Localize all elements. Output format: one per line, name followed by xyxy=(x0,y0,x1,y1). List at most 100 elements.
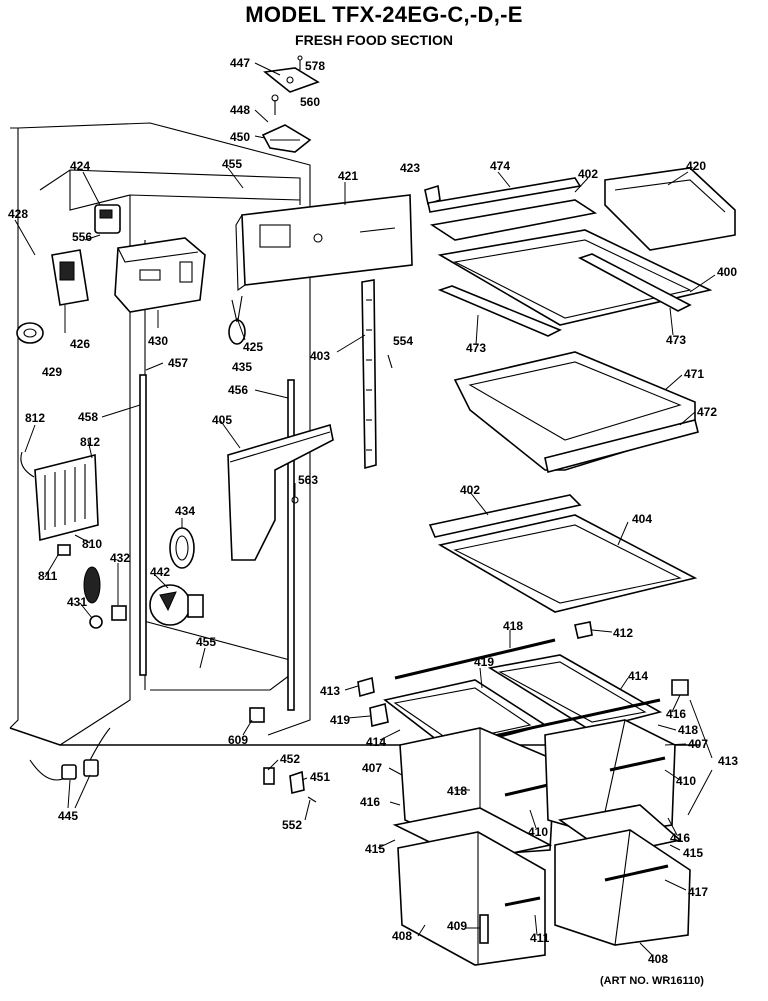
part-label: 400 xyxy=(717,265,737,279)
clip-413-left xyxy=(357,676,375,698)
part-label: 410 xyxy=(528,825,548,839)
part-label: 428 xyxy=(8,207,28,221)
part-label: 432 xyxy=(110,551,130,565)
screw-552 xyxy=(307,796,317,803)
clip-451 xyxy=(289,770,305,794)
part-label: 408 xyxy=(648,952,668,966)
control-panel-421 xyxy=(235,194,413,292)
part-labels: 447 578 448 560 450 424 428 556 426 429 … xyxy=(8,56,738,966)
part-label: 812 xyxy=(80,435,100,449)
bracket-419 xyxy=(369,703,389,727)
bracket-811 xyxy=(57,544,71,556)
part-label: 434 xyxy=(175,504,195,518)
drawer-408-left xyxy=(397,831,546,966)
part-label: 452 xyxy=(280,752,300,766)
drawer-cover-414-right xyxy=(487,654,663,731)
shelf-400 xyxy=(437,229,713,326)
part-label: 450 xyxy=(230,130,250,144)
slide-rail-473-right xyxy=(577,253,692,312)
part-label: 409 xyxy=(447,919,467,933)
knob-429 xyxy=(16,322,44,344)
part-label: 413 xyxy=(320,684,340,698)
part-label: 424 xyxy=(70,159,90,173)
light-bulb-423 xyxy=(424,184,441,206)
clip-412 xyxy=(574,621,593,639)
rail-456 xyxy=(287,379,295,711)
part-label: 414 xyxy=(628,669,648,683)
slide-rail-473-left xyxy=(437,285,562,337)
part-label: 455 xyxy=(196,635,216,649)
part-label: 418 xyxy=(503,619,523,633)
part-label: 413 xyxy=(718,754,738,768)
part-label: 473 xyxy=(466,341,486,355)
part-label: 458 xyxy=(78,410,98,424)
part-label: 415 xyxy=(683,846,703,860)
part-label: 472 xyxy=(697,405,717,419)
part-label: 405 xyxy=(212,413,232,427)
part-label: 408 xyxy=(392,929,412,943)
shelf-402-top xyxy=(429,199,598,241)
part-label: 425 xyxy=(243,340,263,354)
part-label: 455 xyxy=(222,157,242,171)
part-label: 426 xyxy=(70,337,90,351)
part-label: 563 xyxy=(298,473,318,487)
wire-harness-445 xyxy=(29,727,111,781)
part-label: 471 xyxy=(684,367,704,381)
part-label: 560 xyxy=(300,95,320,109)
control-housing-430 xyxy=(114,237,206,313)
page-title: MODEL TFX-24EG-C,-D,-E xyxy=(245,2,523,27)
part-label: 402 xyxy=(578,167,598,181)
part-label: 411 xyxy=(530,931,550,945)
part-label: 556 xyxy=(72,230,92,244)
shelf-ladder-403 xyxy=(361,279,377,470)
bracket-452 xyxy=(263,767,275,785)
part-label: 418 xyxy=(447,784,467,798)
shelf-404 xyxy=(437,514,698,613)
rail-457 xyxy=(139,374,147,676)
air-duct-405 xyxy=(227,423,334,561)
part-label: 431 xyxy=(67,595,87,609)
part-label: 456 xyxy=(228,383,248,397)
hinge-450 xyxy=(261,124,312,153)
light-switch-428-426 xyxy=(51,249,89,306)
part-label: 430 xyxy=(148,334,168,348)
screw-560 xyxy=(271,94,279,115)
part-label: 474 xyxy=(490,159,510,173)
part-label: 447 xyxy=(230,56,250,70)
part-label: 451 xyxy=(310,770,330,784)
part-label: 403 xyxy=(310,349,330,363)
fan-motor-442 xyxy=(149,584,204,626)
part-label: 812 xyxy=(25,411,45,425)
part-label: 811 xyxy=(38,569,58,583)
grommet-431 xyxy=(89,605,127,629)
part-label: 414 xyxy=(366,735,386,749)
drawer-408-right xyxy=(554,829,691,946)
screw-578 xyxy=(297,55,303,70)
part-label: 416 xyxy=(666,707,686,721)
art-number: (ART NO. WR16110) xyxy=(600,975,704,987)
part-label: 554 xyxy=(393,334,413,348)
crisper-pan-420 xyxy=(604,167,736,251)
light-socket-425-435 xyxy=(228,295,246,345)
part-label: 407 xyxy=(362,761,382,775)
part-label: 418 xyxy=(678,723,698,737)
part-label: 420 xyxy=(686,159,706,173)
pan-cover-472 xyxy=(544,419,699,473)
part-label: 419 xyxy=(474,655,494,669)
thermostat-424 xyxy=(94,204,121,234)
part-label: 445 xyxy=(58,809,78,823)
gasket-434 xyxy=(169,527,195,569)
part-label: 423 xyxy=(400,161,420,175)
part-label: 416 xyxy=(360,795,380,809)
part-label: 429 xyxy=(42,365,62,379)
spring-432 xyxy=(83,566,101,604)
part-label: 404 xyxy=(632,512,652,526)
part-label: 407 xyxy=(688,737,708,751)
part-label: 435 xyxy=(232,360,252,374)
part-label: 417 xyxy=(688,885,708,899)
part-label: 810 xyxy=(82,537,102,551)
part-label: 448 xyxy=(230,103,250,117)
part-label: 410 xyxy=(676,774,696,788)
screw-554 xyxy=(387,354,393,369)
